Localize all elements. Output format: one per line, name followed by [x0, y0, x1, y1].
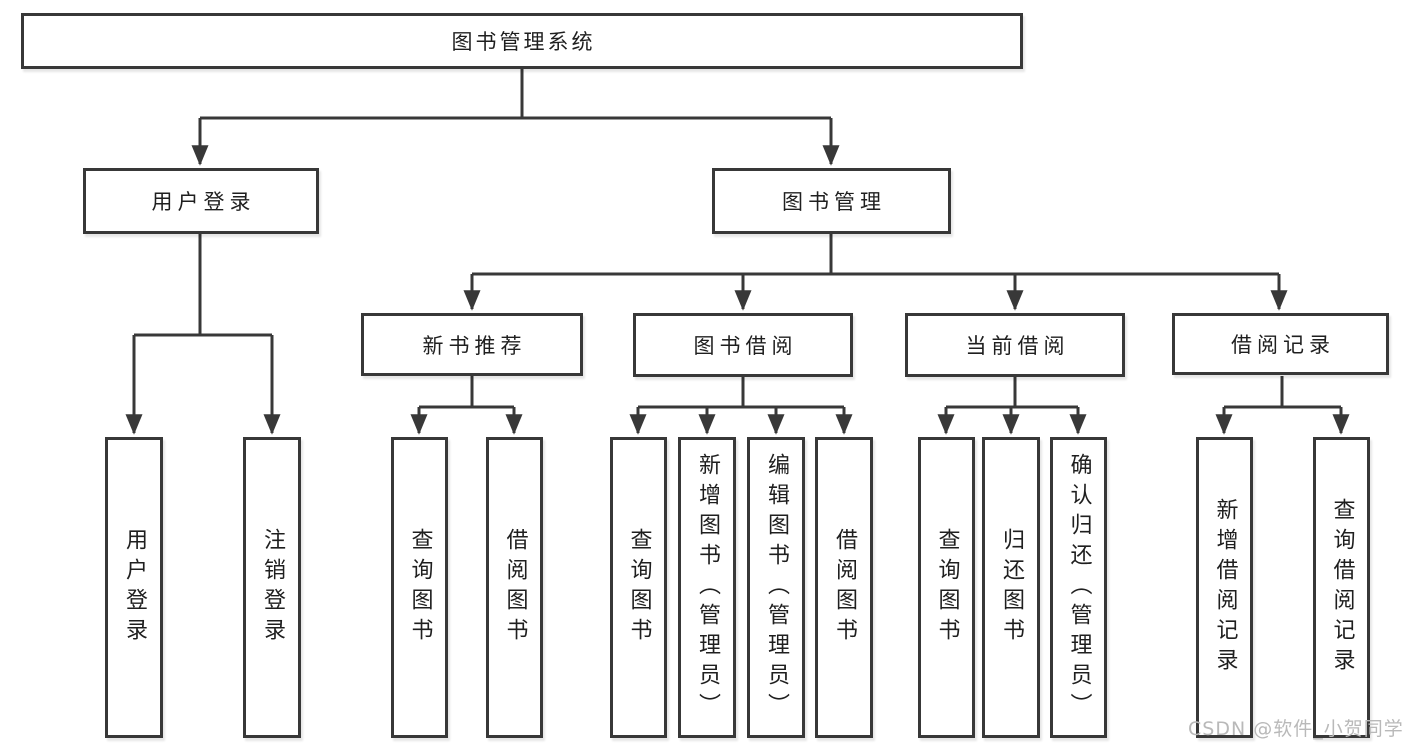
leaf-add-borrow-record: 新增借阅记录: [1196, 437, 1253, 738]
leaf-query-books-3: 查询图书: [918, 437, 975, 738]
leaf-borrow-books-2: 借阅图书: [815, 437, 873, 738]
node-root-library-system: 图书管理系统: [21, 13, 1023, 69]
leaf-return-books: 归还图书: [982, 437, 1040, 738]
node-book-management: 图书管理: [712, 168, 951, 234]
leaf-add-books-admin: 新增图书（管理员）: [678, 437, 736, 738]
leaf-query-borrow-record: 查询借阅记录: [1313, 437, 1370, 738]
leaf-borrow-books: 借阅图书: [486, 437, 543, 738]
node-book-borrow: 图书借阅: [633, 313, 853, 377]
leaf-query-books-2: 查询图书: [610, 437, 667, 738]
leaf-query-books: 查询图书: [391, 437, 448, 738]
leaf-user-login: 用户登录: [105, 437, 163, 738]
node-borrow-records: 借阅记录: [1172, 313, 1389, 375]
node-current-borrow: 当前借阅: [905, 313, 1125, 377]
leaf-edit-books-admin: 编辑图书（管理员）: [747, 437, 805, 738]
csdn-watermark: CSDN @软件_小贺同学: [1188, 718, 1404, 740]
node-user-login: 用户登录: [83, 168, 319, 234]
leaf-confirm-return-admin: 确认归还（管理员）: [1050, 437, 1107, 738]
node-new-book-recommend: 新书推荐: [361, 313, 583, 376]
leaf-logout: 注销登录: [243, 437, 301, 738]
